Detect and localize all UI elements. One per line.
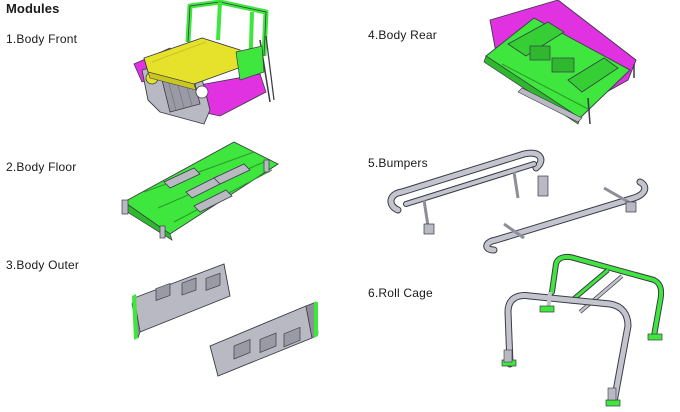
module-label-body-floor: 2.Body Floor <box>6 160 77 174</box>
body-front-render <box>132 0 280 128</box>
page-heading: Modules <box>6 1 60 16</box>
module-label-body-rear: 4.Body Rear <box>368 28 437 42</box>
bumpers-render <box>384 146 650 256</box>
roll-cage-render <box>490 252 670 412</box>
module-label-roll-cage: 6.Roll Cage <box>368 286 433 300</box>
body-rear-render <box>478 0 642 126</box>
module-label-bumpers: 5.Bumpers <box>368 156 428 170</box>
module-label-body-front: 1.Body Front <box>6 32 78 46</box>
body-floor-render <box>114 138 284 242</box>
body-outer-render <box>130 258 320 378</box>
module-label-body-outer: 3.Body Outer <box>6 258 80 272</box>
